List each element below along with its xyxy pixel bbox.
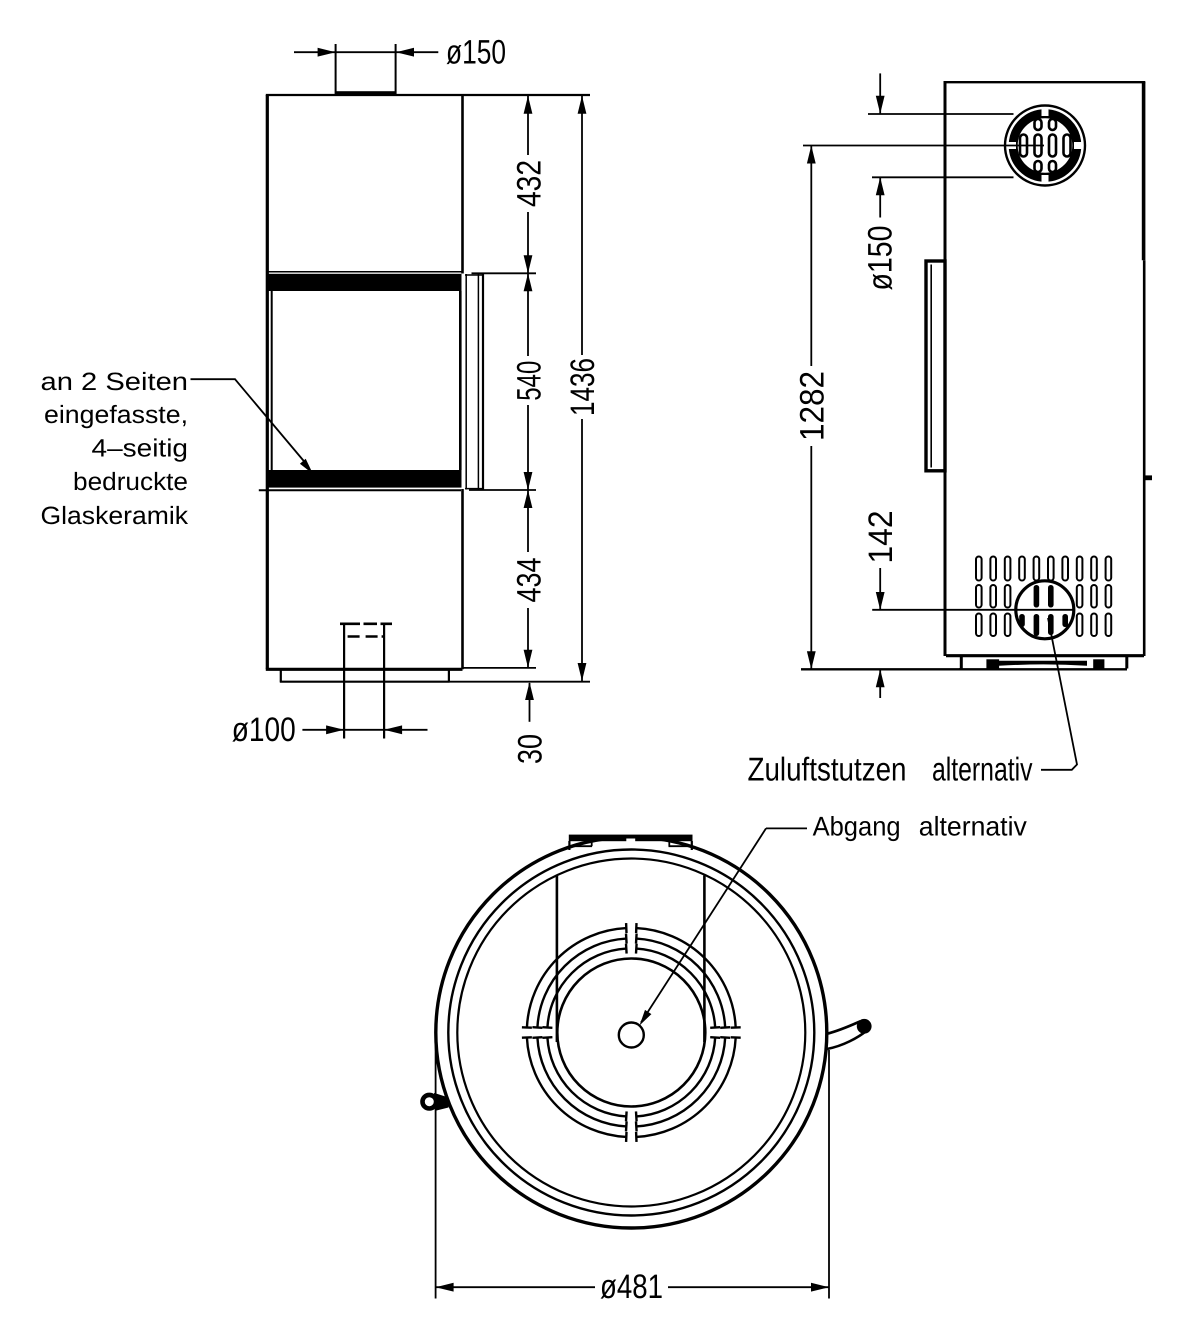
svg-text:alternativ: alternativ [932,751,1033,788]
svg-text:ø481: ø481 [600,1268,663,1306]
svg-text:alternativ: alternativ [919,811,1027,841]
svg-text:eingefasste,: eingefasste, [44,401,188,429]
svg-text:Glaskeramik: Glaskeramik [41,502,189,530]
svg-text:ø100: ø100 [232,711,296,749]
svg-text:4–seitig: 4–seitig [92,435,189,463]
svg-text:1436: 1436 [564,358,602,416]
svg-text:30: 30 [512,734,550,764]
svg-text:434: 434 [511,558,549,603]
svg-text:Abgang: Abgang [813,811,901,841]
svg-text:540: 540 [511,361,549,401]
svg-text:bedruckte: bedruckte [73,468,188,496]
svg-text:1282: 1282 [793,371,831,441]
svg-text:142: 142 [862,511,900,564]
svg-text:Zuluftstutzen: Zuluftstutzen [748,751,907,788]
svg-text:an 2 Seiten: an 2 Seiten [41,368,189,396]
svg-text:432: 432 [511,160,549,207]
svg-text:ø150: ø150 [862,226,900,291]
svg-text:ø150: ø150 [446,34,506,72]
